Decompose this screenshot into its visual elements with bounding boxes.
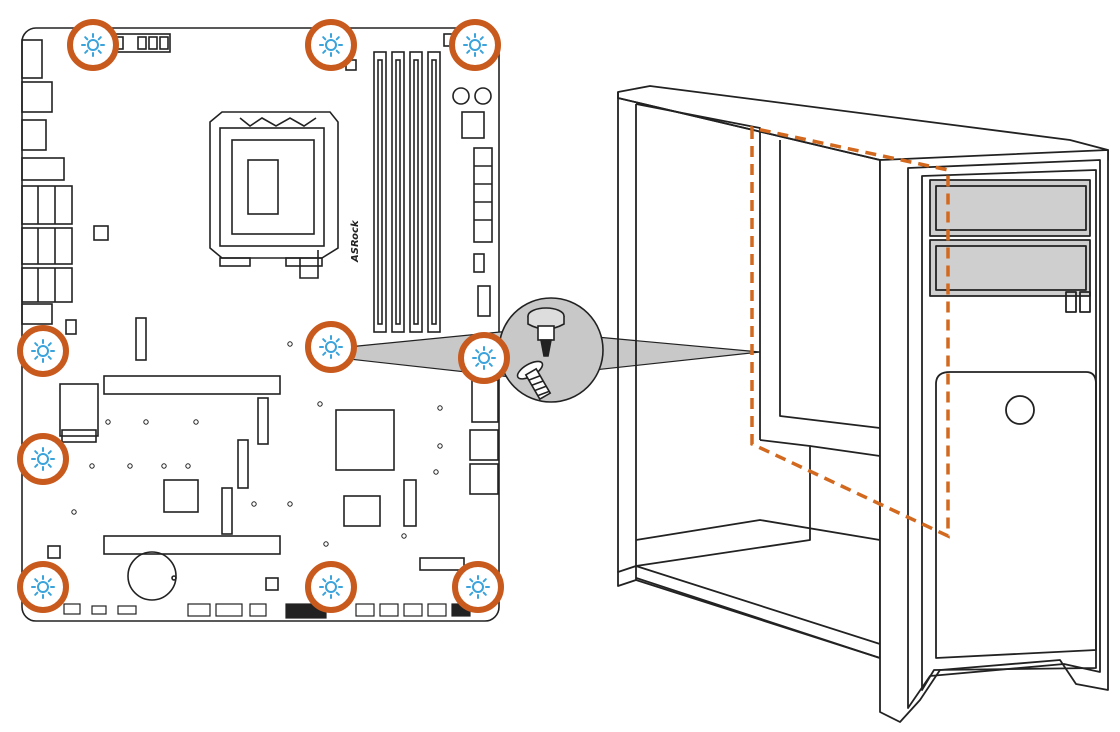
- mounting-hole-5: [308, 324, 354, 370]
- case-top-panel: [617, 85, 1109, 161]
- rear-io-ports: [21, 39, 73, 325]
- mounting-hole-7: [20, 436, 66, 482]
- mounting-hole-4: [20, 328, 66, 374]
- mounting-hole-1: [70, 22, 116, 68]
- standoff-icon: [527, 307, 565, 357]
- case-side-frame: [617, 98, 881, 659]
- motherboard: ASRock: [21, 27, 500, 622]
- mounting-hole-6: [461, 335, 507, 381]
- mounting-hole-2: [308, 22, 354, 68]
- cpu-socket: [209, 111, 339, 279]
- memory-slots: [373, 51, 441, 333]
- board-vias: [71, 341, 443, 547]
- mounting-hole-10: [455, 564, 501, 610]
- screw-icon: [516, 360, 552, 401]
- screw-callout: [337, 297, 761, 403]
- board-brand-label: ASRock: [350, 219, 361, 263]
- front-usb-ports: [1065, 291, 1077, 313]
- mounting-hole-9: [308, 564, 354, 610]
- power-button: [1005, 395, 1035, 425]
- mounting-hole-3: [452, 22, 498, 68]
- expansion-slots: [103, 317, 465, 571]
- pc-case-icon: [617, 85, 1109, 723]
- mounting-hole-8: [20, 564, 66, 610]
- chipset-components: [47, 225, 395, 601]
- motherboard-mount-area: [750, 125, 950, 539]
